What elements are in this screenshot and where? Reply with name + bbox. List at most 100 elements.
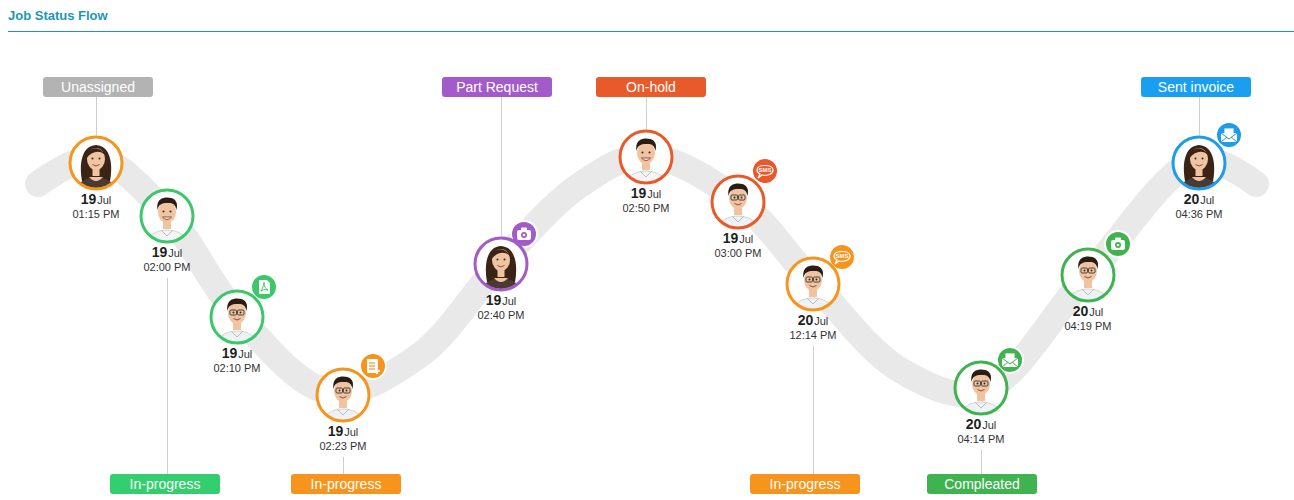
hair xyxy=(227,299,247,312)
collar xyxy=(640,171,652,177)
camera-lens-core xyxy=(1117,244,1120,247)
glasses xyxy=(806,277,813,282)
avatar-ring xyxy=(1062,249,1114,301)
mouth xyxy=(978,390,985,392)
eye xyxy=(92,158,94,160)
avatar-picture xyxy=(68,135,124,191)
eye xyxy=(977,383,979,385)
hair xyxy=(333,377,353,390)
hair xyxy=(636,139,656,152)
leader-line xyxy=(813,346,814,474)
status-text: Sent invoice xyxy=(1158,79,1234,95)
glasses xyxy=(1081,268,1088,273)
avatar-picture xyxy=(1171,135,1227,191)
time-text: 03:00 PM xyxy=(710,247,766,260)
leader-line xyxy=(167,278,168,474)
glasses xyxy=(1089,268,1096,273)
avatar-ring xyxy=(70,137,122,189)
title-text: Job Status Flow xyxy=(8,8,108,23)
camera-lens xyxy=(521,232,527,238)
mouth xyxy=(1085,277,1092,279)
mouth xyxy=(234,319,241,321)
face xyxy=(1190,148,1208,170)
glasses-bridge xyxy=(237,311,238,312)
date-line: 19Jul xyxy=(473,292,529,309)
icon-disc xyxy=(752,158,778,184)
date-line: 20Jul xyxy=(953,416,1009,433)
action-icons xyxy=(251,122,1242,379)
eye xyxy=(1195,158,1197,160)
glasses xyxy=(344,388,351,393)
camera-lens-core xyxy=(523,234,526,237)
avatar-ring xyxy=(211,291,263,343)
date-day: 19 xyxy=(631,185,647,201)
camera-top xyxy=(521,228,527,231)
date-month: Jul xyxy=(739,233,753,245)
neckline xyxy=(1192,177,1206,181)
avatar-ring xyxy=(475,238,527,290)
collar xyxy=(1082,289,1094,295)
form-glyph-plus xyxy=(374,368,380,374)
date-day: 20 xyxy=(798,312,814,328)
camera-lens xyxy=(1115,242,1121,248)
avatar-picture xyxy=(953,360,1009,416)
avatar-node: 20Jul04:14 PM xyxy=(953,360,1009,450)
status-text: Compleated xyxy=(944,476,1020,492)
pdf-glyph-mark xyxy=(261,282,268,291)
glasses xyxy=(238,310,245,315)
eye xyxy=(504,259,506,261)
glasses-bridge xyxy=(813,278,814,279)
date-line: 19Jul xyxy=(618,185,674,202)
eye xyxy=(163,211,165,213)
leader-line xyxy=(646,97,647,129)
status-tag: Compleated xyxy=(927,474,1037,494)
cam-icon xyxy=(1105,231,1131,257)
leader-line xyxy=(343,457,344,474)
avatar-picture xyxy=(315,367,371,423)
avatar-ring xyxy=(712,176,764,228)
avatar-node: 19Jul02:23 PM xyxy=(315,367,371,457)
eye xyxy=(1202,158,1204,160)
avatar-node: 20Jul04:36 PM xyxy=(1171,135,1227,225)
status-tag: Part Request xyxy=(442,77,552,97)
mail-envelope xyxy=(1002,358,1018,367)
icon-label: SMS xyxy=(758,167,771,174)
status-tag: In-progress xyxy=(291,474,401,494)
wave-band-path xyxy=(38,156,1256,394)
date-day: 19 xyxy=(328,423,344,439)
eye xyxy=(649,152,651,154)
time-text: 02:00 PM xyxy=(139,261,195,274)
hair-back xyxy=(486,246,516,282)
camera-body xyxy=(517,230,531,240)
time-text: 02:50 PM xyxy=(618,202,674,215)
form-glyph-line xyxy=(369,368,375,369)
eye xyxy=(1091,270,1093,272)
status-text: In-progress xyxy=(770,476,841,492)
mouth xyxy=(735,204,742,206)
collar xyxy=(337,409,349,415)
date-line: 19Jul xyxy=(68,191,124,208)
status-text: Unassigned xyxy=(61,79,135,95)
avatar-ring xyxy=(620,131,672,183)
hair-back xyxy=(1184,145,1214,181)
glasses-bridge xyxy=(981,382,982,383)
avatar-node: 19Jul02:40 PM xyxy=(473,236,529,326)
eye xyxy=(233,312,235,314)
date-month: Jul xyxy=(814,315,828,327)
hair-fringe xyxy=(1190,148,1210,158)
status-tag: On-hold xyxy=(596,77,706,97)
camera-body xyxy=(1111,240,1125,250)
mail-flap xyxy=(1221,133,1237,142)
date-line: 20Jul xyxy=(1060,303,1116,320)
status-tag: In-progress xyxy=(110,474,220,494)
mouth xyxy=(340,397,347,399)
eye xyxy=(1084,270,1086,272)
avatar-picture xyxy=(139,188,195,244)
glasses xyxy=(982,381,989,386)
form-glyph-line xyxy=(369,362,375,363)
eye xyxy=(984,383,986,385)
camera-top xyxy=(1115,238,1121,241)
avatar-picture xyxy=(785,256,841,312)
avatar-node: 20Jul12:14 PM xyxy=(785,256,841,346)
